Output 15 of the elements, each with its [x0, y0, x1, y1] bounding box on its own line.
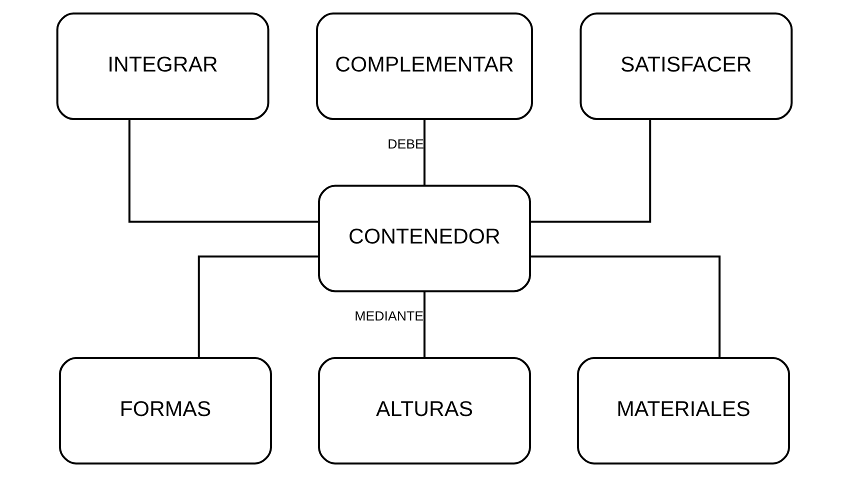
node-box: INTEGRAR	[56, 12, 269, 120]
connector	[128, 119, 318, 223]
node-box: MATERIALES	[576, 357, 790, 464]
node-box: ALTURAS	[318, 357, 530, 464]
connector	[530, 256, 720, 358]
node-box: FORMAS	[58, 357, 272, 464]
connector	[530, 119, 651, 223]
node-box: SATISFACER	[579, 12, 792, 120]
node-box: CONTENEDOR	[318, 184, 530, 292]
edge-label: MEDIANTE	[354, 308, 424, 324]
connector	[423, 292, 425, 358]
connector	[423, 119, 425, 186]
connector	[197, 256, 318, 358]
edge-label: DEBE	[387, 136, 424, 152]
node-box: COMPLEMENTAR	[316, 12, 532, 120]
